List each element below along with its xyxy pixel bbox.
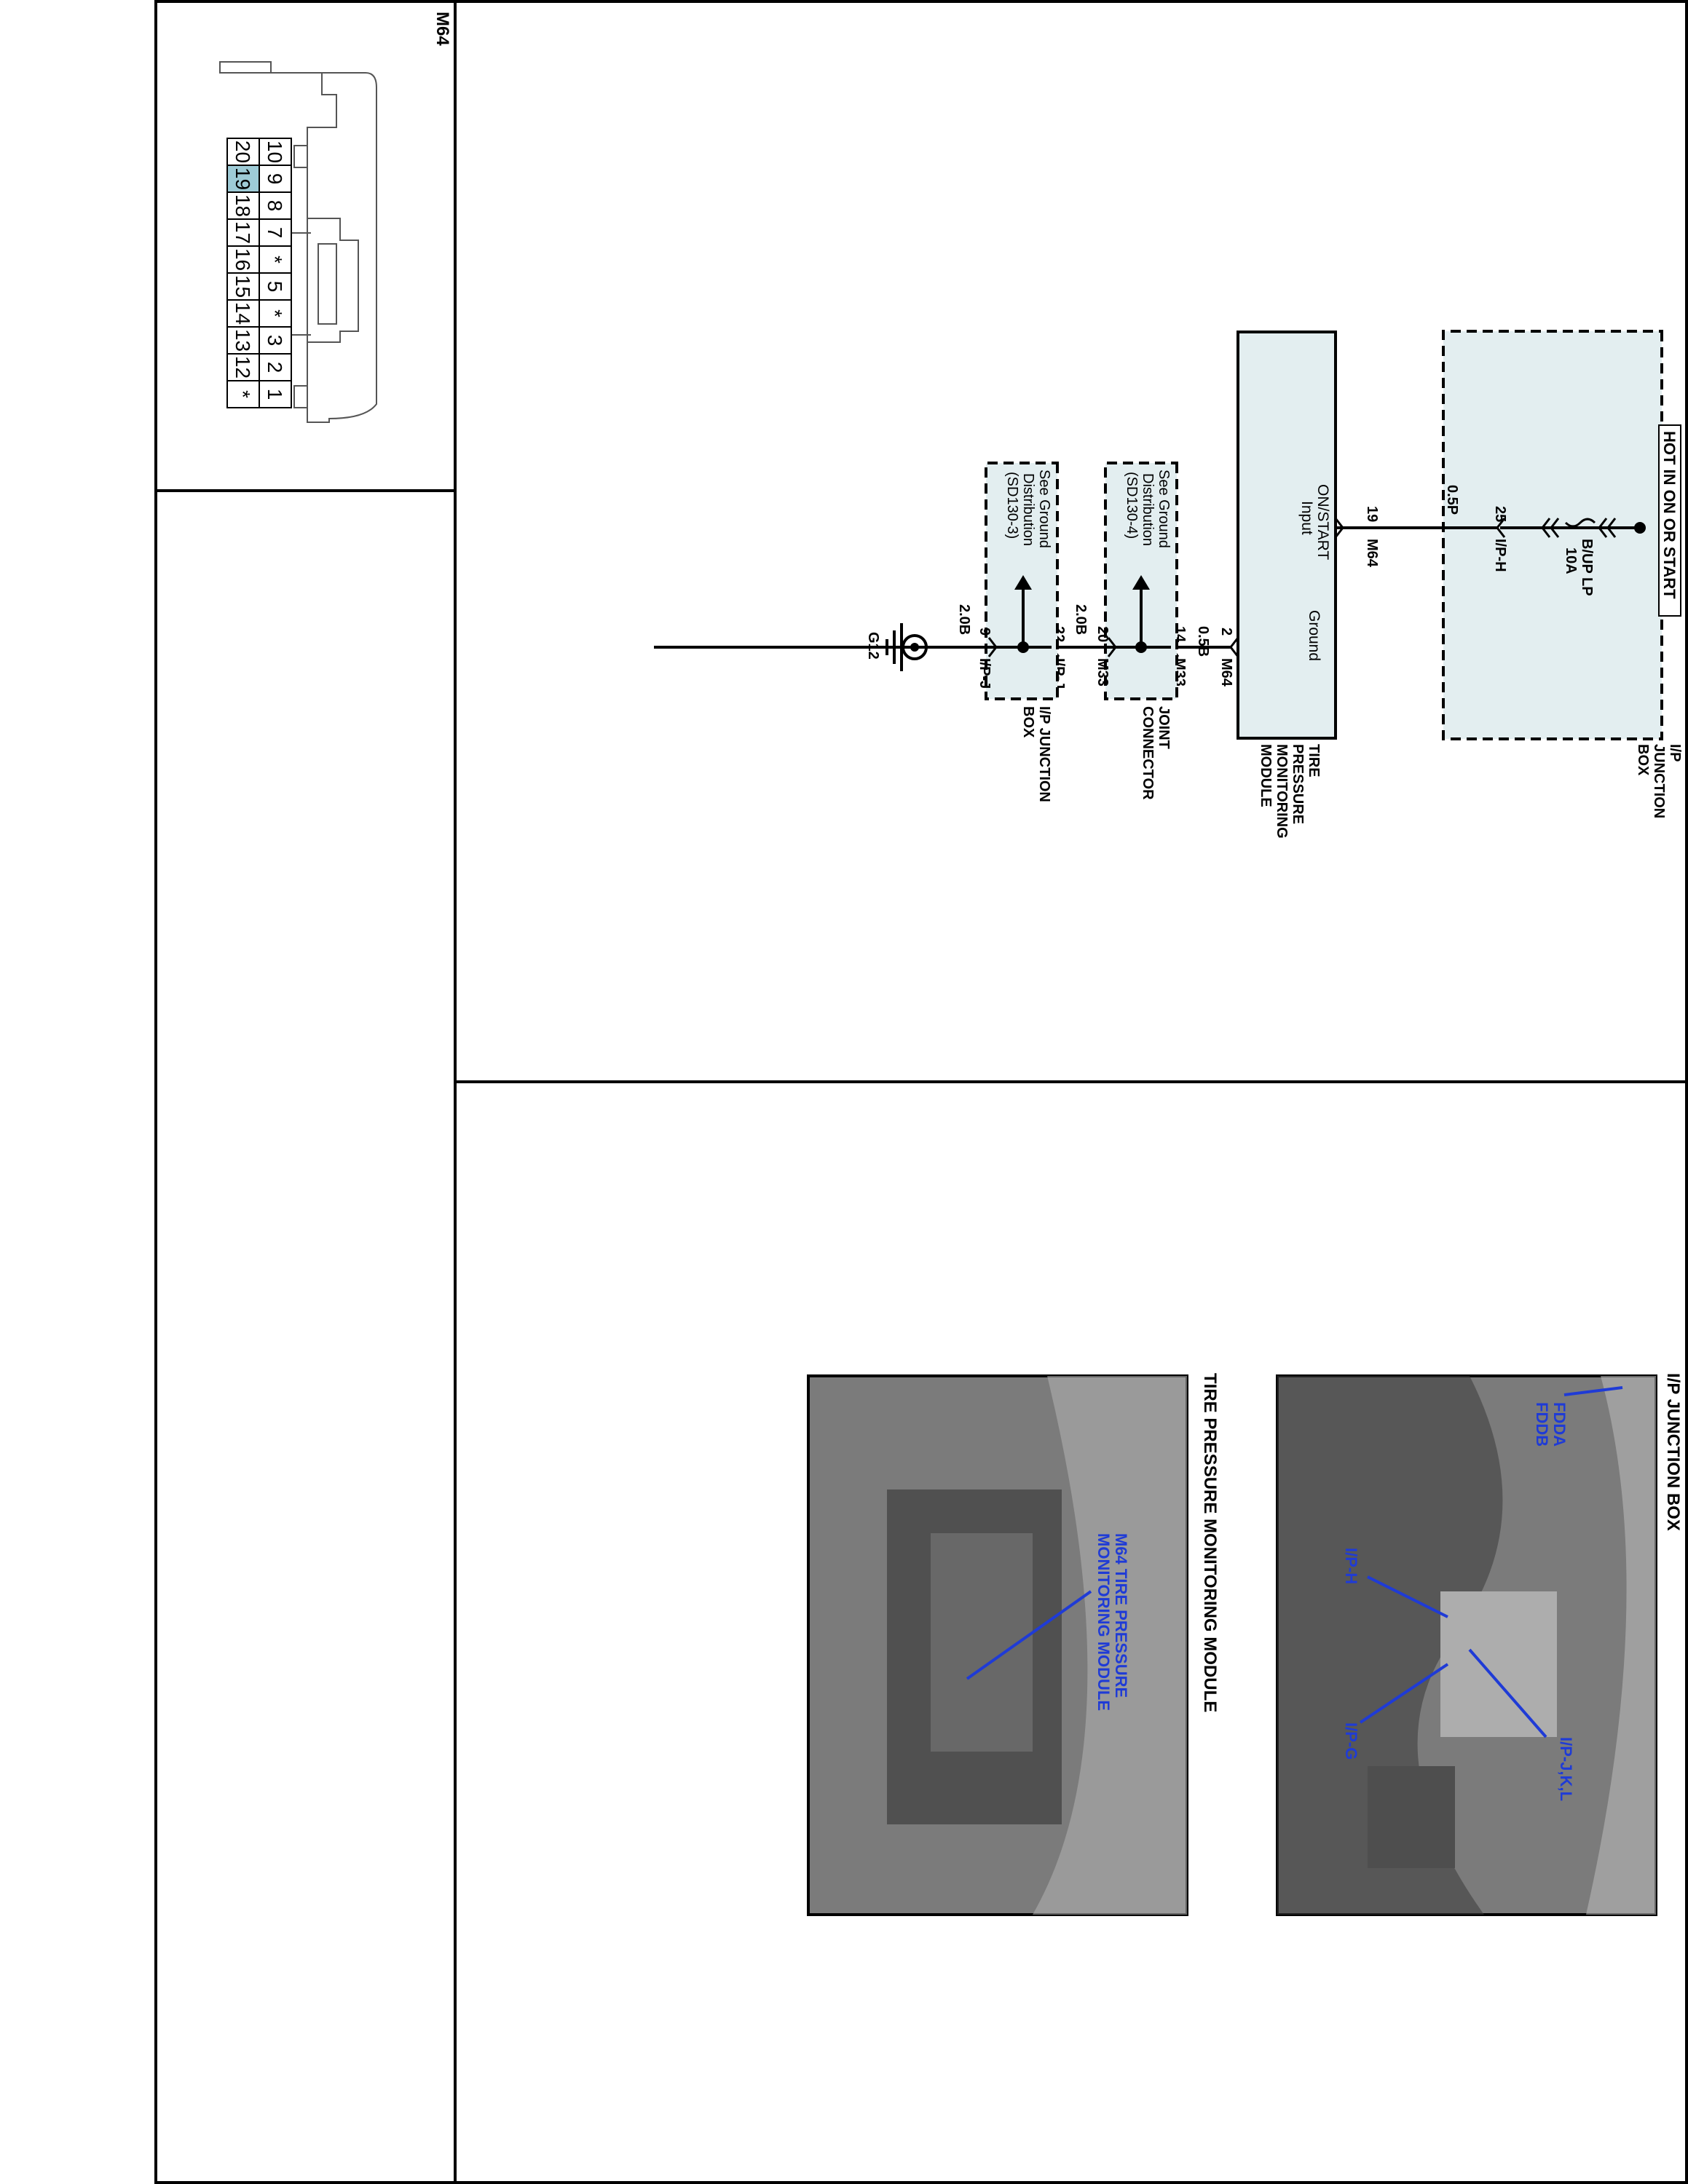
pin-label: 3 [264,335,286,347]
wire-05p: 0.5P [1444,485,1460,515]
ip-junction-box-top [1442,330,1663,740]
module-label-2: PRESSURE [1290,744,1306,824]
ipjb-top-label-3: BOX [1635,744,1651,776]
label-ipg: I/P-G [1342,1722,1360,1760]
pin-label: 20 [232,141,254,163]
pin-label: 9 [264,173,286,185]
ipjb2-label-2: BOX [1020,706,1036,738]
wire-20b-b: 2.0B [956,604,972,635]
pin-20: 20 [1095,626,1111,642]
pin-label: 13 [232,329,254,352]
tpms-label-1: M64 TIRE PRESSURE [1112,1533,1130,1698]
fuse-label-1: B/UP LP [1579,539,1595,596]
conn-ip-h: I/P-H [1492,539,1508,572]
page-frame [154,0,1688,2184]
component-photos: I/P JUNCTION BOX FDDA FDDB I/P-H I/P-G I… [807,1373,1683,1916]
pin-label: * [232,390,254,398]
ipjb2-see-2: Distribution [1020,473,1036,546]
connector-panel-divider [154,489,455,492]
pin-label: * [264,309,286,317]
tpms-label-2: MONITORING MODULE [1095,1533,1113,1711]
conn-ip-j-b: I/P-J [977,658,993,689]
label-fddb: FDDB [1533,1402,1551,1447]
schematic-photo-divider [454,1080,1688,1083]
ground-label: G12 [865,632,881,660]
tpms-photo-title: TIRE PRESSURE MONITORING MODULE [1200,1373,1220,1712]
pin-label: 8 [264,200,286,212]
hot-label: HOT IN ON OR START [1660,431,1679,599]
wire-20b-a: 2.0B [1073,604,1089,635]
pin-label: 1 [264,389,286,400]
connector-title: M64 [433,12,452,46]
ground-symbol-icon [886,623,989,671]
pin-2: 2 [1218,628,1234,636]
pin-label: 17 [232,221,254,244]
module-ground: Ground [1306,610,1322,661]
schematic-diagram: HOT IN ON OR START I/P JUNCTION BOX B/UP… [654,330,1683,839]
pin-label: 15 [232,275,254,298]
module-label-1: TIRE [1306,744,1322,778]
pin-25: 25 [1492,506,1508,522]
conn-m64-a: M64 [1364,539,1380,568]
pin-label: 14 [232,302,254,325]
label-iph: I/P-H [1342,1548,1360,1584]
pin-label: 16 [232,248,254,271]
joint-see-2: Distribution [1140,473,1156,546]
ipjb-top-label-1: I/P [1667,744,1683,761]
pin-label: 2 [264,362,286,373]
conn-m64-b: M64 [1218,658,1234,687]
joint-see-3: (SD130-4) [1124,472,1140,539]
pin-label: 12 [232,356,254,379]
pin-label: * [264,256,286,264]
wire-05b: 0.5B [1195,626,1211,657]
ipjb-top-label-2: JUNCTION [1651,744,1667,818]
ipjb2-see-3: (SD130-3) [1004,472,1020,539]
module-input-2: Input [1298,501,1315,535]
pin-label: 19 [232,167,254,190]
pin-label: 5 [264,281,286,293]
joint-label-2: CONNECTOR [1140,706,1156,800]
pin-label: 18 [232,194,254,217]
pin-label: 7 [264,227,286,239]
pin-label: 10 [264,141,286,163]
ipjb2-see-1: See Ground [1036,470,1052,548]
module-input-1: ON/START [1314,484,1331,560]
tpms-module-box [1237,331,1337,740]
joint-see-1: See Ground [1156,470,1172,548]
label-fdda: FDDA [1550,1402,1569,1447]
column-divider [454,0,457,2184]
label-ipjkl: I/P-J,K,L [1557,1737,1575,1801]
pin-9: 9 [977,628,993,636]
module-label-4: MODULE [1258,744,1274,807]
module-label-3: MONITORING [1274,744,1290,839]
conn-m33-b: M33 [1095,658,1111,687]
ipjb-photo-title: I/P JUNCTION BOX [1663,1373,1683,1531]
ipjb2-label-1: I/P JUNCTION [1036,706,1052,802]
joint-label-1: JOINT [1156,706,1172,749]
pin-19: 19 [1364,506,1380,522]
fuse-label-2: 10A [1563,547,1579,574]
